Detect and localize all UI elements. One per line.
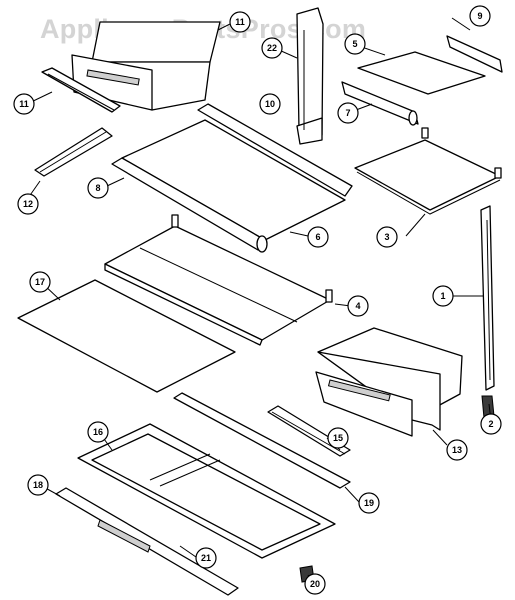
svg-text:4: 4 [355, 301, 360, 311]
svg-text:19: 19 [364, 498, 374, 508]
callout-7: 7 [337, 102, 359, 124]
callout-3: 3 [376, 226, 398, 248]
part-glass-panel-17 [17, 279, 236, 393]
part-shelf-front-trim-9 [446, 35, 503, 73]
svg-text:7: 7 [345, 108, 350, 118]
part-trim-bar-19 [173, 392, 351, 489]
callout-21: 21 [195, 547, 217, 569]
svg-text:16: 16 [93, 427, 103, 437]
callout-1: 1 [432, 285, 454, 307]
part-air-duct [296, 7, 324, 145]
callout-9: 9 [469, 5, 491, 27]
svg-text:11: 11 [235, 17, 245, 27]
part-shelf-frame-3 [354, 127, 502, 215]
callout-22: 22 [261, 37, 283, 59]
callout-6: 6 [307, 226, 329, 248]
callout-5: 5 [344, 33, 366, 55]
svg-text:3: 3 [384, 232, 389, 242]
callout-18: 18 [27, 474, 49, 496]
callout-12: 12 [17, 193, 39, 215]
part-crisper-drawer-top [71, 21, 221, 111]
part-drawer-trim-11 [41, 67, 121, 113]
svg-text:8: 8 [95, 183, 100, 193]
callout-16: 16 [87, 421, 109, 443]
svg-text:2: 2 [488, 419, 493, 429]
part-drawer-frame-16 [77, 423, 336, 559]
callout-15: 15 [327, 427, 349, 449]
svg-text:11: 11 [19, 99, 29, 109]
callout-19: 19 [358, 492, 380, 514]
callout-2: 2 [480, 413, 502, 435]
part-support-rail-1 [480, 205, 495, 391]
callout-11-top: 11 [229, 11, 251, 33]
callout-8: 8 [87, 177, 109, 199]
callout-20: 20 [304, 573, 326, 595]
part-glass-shelf-5 [357, 51, 486, 95]
svg-text:1: 1 [440, 291, 445, 301]
svg-text:22: 22 [267, 43, 277, 53]
svg-text:20: 20 [310, 579, 320, 589]
svg-text:17: 17 [35, 277, 45, 287]
callout-11-left: 11 [13, 93, 35, 115]
svg-text:6: 6 [315, 232, 320, 242]
part-drawer-trim-12 [34, 127, 113, 177]
svg-text:12: 12 [23, 199, 33, 209]
callout-10: 10 [259, 93, 281, 115]
part-shelf-trim-8 [111, 157, 268, 253]
callout-17: 17 [29, 271, 51, 293]
part-shelf-trim-7 [341, 81, 419, 126]
part-crisper-pan-13 [315, 327, 463, 437]
svg-text:13: 13 [452, 445, 462, 455]
svg-text:18: 18 [33, 480, 43, 490]
callout-13: 13 [446, 439, 468, 461]
svg-text:9: 9 [477, 11, 482, 21]
svg-text:10: 10 [265, 99, 275, 109]
svg-text:21: 21 [201, 553, 211, 563]
svg-text:5: 5 [352, 39, 357, 49]
part-shelf-trim-10 [197, 103, 353, 197]
callout-4: 4 [347, 295, 369, 317]
svg-text:15: 15 [333, 433, 343, 443]
part-shelf-frame-4 [104, 214, 333, 346]
part-front-bar-18 [55, 487, 239, 596]
